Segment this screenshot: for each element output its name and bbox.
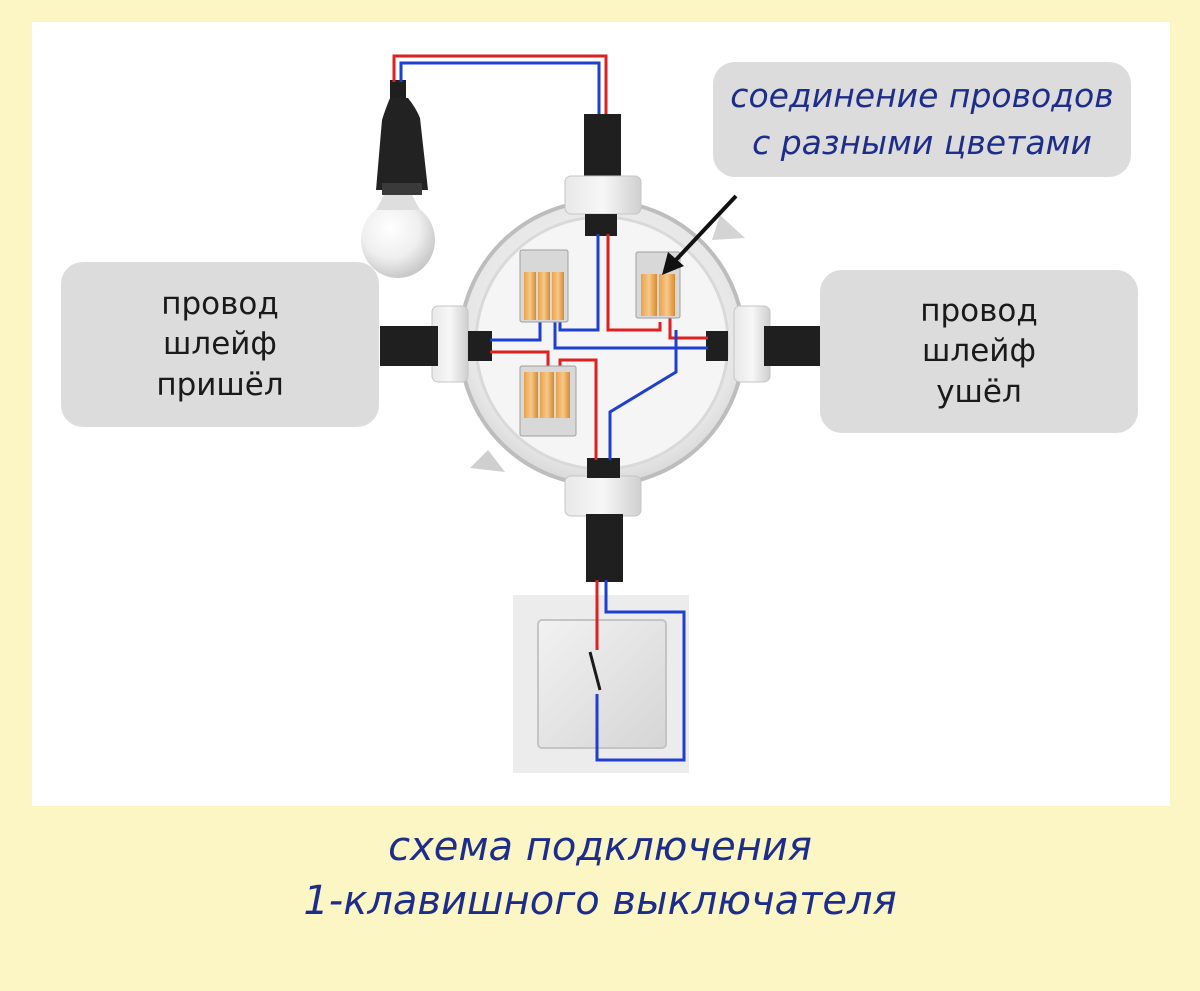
callout-text: соединение проводов с разными цветами bbox=[730, 76, 1114, 162]
caption: схема подключения 1-клавишного выключате… bbox=[0, 820, 1200, 928]
callout-label: соединение проводов с разными цветами bbox=[713, 62, 1131, 177]
cable-bottom bbox=[586, 514, 623, 582]
caption-line-1: схема подключения bbox=[388, 824, 812, 870]
incoming-cable-label: провод шлейф пришёл bbox=[61, 262, 379, 427]
cable-top bbox=[584, 114, 621, 182]
light-bulb-icon bbox=[361, 80, 435, 278]
wago-connector-icon bbox=[519, 249, 569, 323]
arrow-icon bbox=[662, 194, 738, 275]
outgoing-cable-label: провод шлейф ушёл bbox=[820, 270, 1138, 433]
incoming-cable-text: провод шлейф пришёл bbox=[156, 286, 284, 403]
lamp-wires bbox=[392, 54, 608, 118]
switch-wires bbox=[588, 580, 686, 762]
outgoing-cable-text: провод шлейф ушёл bbox=[920, 293, 1038, 410]
wall-switch-icon bbox=[513, 595, 689, 773]
caption-line-2: 1-клавишного выключателя bbox=[303, 878, 897, 924]
wago-connector-icon bbox=[519, 365, 577, 437]
cable-right bbox=[764, 326, 820, 366]
cable-left bbox=[380, 326, 438, 366]
box-wires bbox=[490, 234, 708, 460]
